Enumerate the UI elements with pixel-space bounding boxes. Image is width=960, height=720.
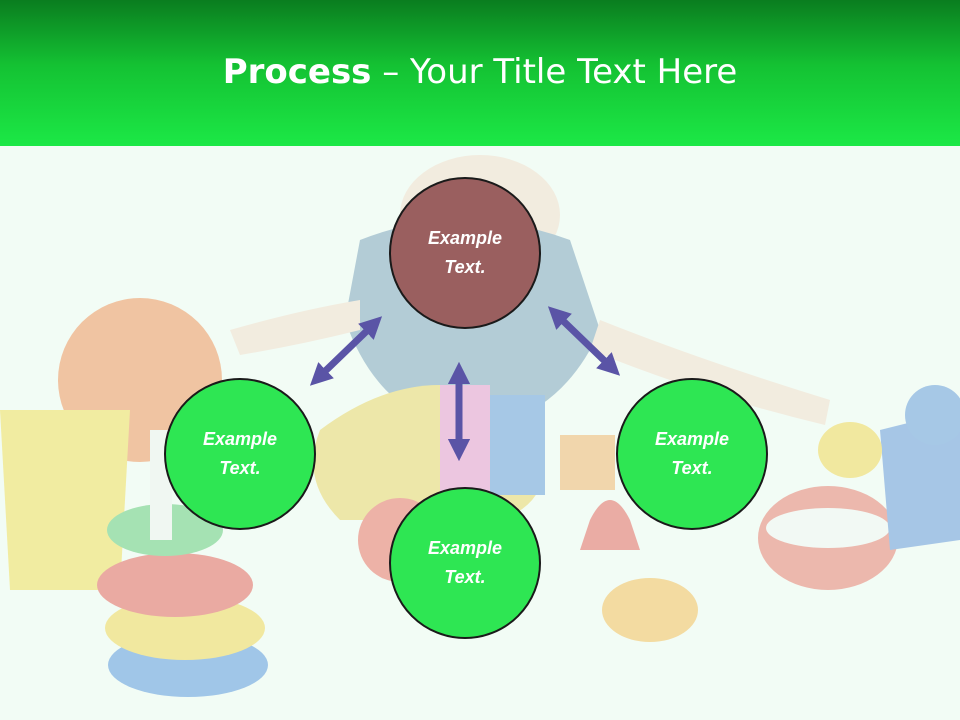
arrow-top-left (309, 316, 383, 386)
title-bold-part: Process (222, 52, 372, 92)
node-top: Example Text. (389, 177, 541, 329)
node-left-label: Example Text. (202, 429, 278, 478)
node-bottom-label: Example Text. (427, 538, 503, 587)
title-bar (0, 0, 960, 146)
node-left: Example Text. (164, 378, 316, 530)
node-top-label: Example Text. (427, 228, 503, 277)
arrow-top-right (547, 306, 621, 376)
node-bottom: Example Text. (389, 487, 541, 639)
node-right: Example Text. (616, 378, 768, 530)
node-right-label: Example Text. (654, 429, 730, 478)
title-rest-part: – Your Title Text Here (371, 52, 738, 92)
slide-title: Process – Your Title Text Here (0, 52, 960, 92)
